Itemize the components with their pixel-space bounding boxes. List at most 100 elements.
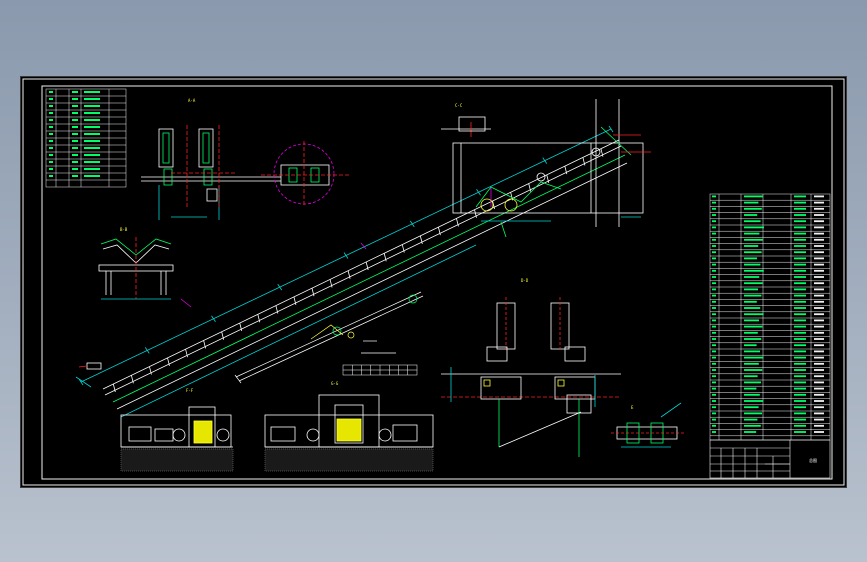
cell-mark [744,400,764,402]
cell-mark [49,168,53,170]
cell-mark [794,313,806,316]
cell-mark [814,269,824,272]
cell-mark [814,257,824,260]
cell-mark [84,161,100,163]
cell-mark [72,112,78,114]
idler-mark [600,148,604,157]
dimension-tick [476,189,481,196]
cell-mark [712,251,716,254]
cell-mark [794,381,806,384]
cell-mark [712,276,716,278]
drive-unit-elevation-center: G-G [264,381,434,472]
cell-mark [814,201,824,204]
cell-mark [814,369,824,371]
idler-mark [203,340,207,349]
cell-mark [814,356,824,359]
cell-mark [794,387,806,390]
drive-head-plan-view: A-A [141,98,351,220]
cell-mark [72,91,78,93]
cell-mark [72,119,78,121]
idler-mark [546,174,550,183]
cell-mark [49,140,53,142]
cell-mark [814,350,824,353]
idler-mark [130,375,134,384]
cell-mark [794,325,806,328]
cell-mark [744,313,764,316]
cell-mark [712,207,716,210]
cell-mark [72,147,78,149]
cell-mark [814,424,824,427]
dimension-tick [78,378,84,386]
dimension-tick [144,347,150,354]
cell-mark [744,406,759,409]
cell-mark [49,112,53,114]
cell-mark [744,344,757,347]
cell-mark [794,294,806,297]
cell-mark [712,201,716,204]
cell-mark [794,424,806,427]
cell-mark [712,381,716,384]
cell-mark [712,282,716,285]
inner-frame [41,85,833,480]
cell-mark [794,300,806,303]
cell-mark [794,406,806,409]
cell-mark [744,226,764,229]
cell-mark [712,288,716,291]
idler-mark [149,366,152,375]
svg-text:C-C: C-C [455,103,463,108]
cell-mark [744,269,764,272]
cell-mark [712,195,716,198]
idler-mark [239,322,243,332]
cell-mark [744,393,760,396]
idler-mark [456,218,459,227]
cell-mark [712,220,716,223]
idler-mark [275,305,279,314]
idler-mark [528,183,532,192]
cad-drawing-viewport[interactable]: A-A B-B [20,76,847,488]
cell-mark [84,112,100,114]
idler-mark [564,166,568,175]
cell-mark [814,406,824,409]
cell-mark [814,263,824,266]
cell-mark [794,375,806,378]
cell-mark [84,147,100,149]
cell-mark [794,257,806,260]
cell-mark [712,412,716,415]
cell-mark [744,331,758,334]
cell-mark [794,331,806,334]
svg-text:B-B: B-B [120,227,128,232]
cell-mark [72,154,78,156]
cell-mark [814,344,824,347]
cell-mark [712,245,716,247]
cell-mark [712,431,716,433]
cell-mark [794,282,806,285]
idler-mark [438,227,441,236]
cell-mark [72,105,78,107]
cell-mark [84,168,100,170]
idler-mark [419,235,423,244]
idler-mark [492,200,495,210]
cell-mark [712,263,716,266]
cell-mark [712,418,716,421]
conveyor-main-elevation [75,125,628,418]
cell-mark [744,214,758,216]
dimension-tick [277,283,283,291]
cell-mark [814,195,824,198]
cell-mark [712,257,716,260]
cell-mark [712,294,716,297]
cell-mark [712,331,716,334]
drive-unit-elevation-left: F-F [120,388,234,472]
cell-mark [794,251,806,254]
cell-mark [744,350,760,353]
cell-mark [744,238,763,241]
cell-mark [814,400,824,402]
cell-mark [84,154,100,156]
cell-mark [794,201,806,204]
cell-mark [814,251,824,254]
outer-frame [22,78,845,486]
dimension-tick [211,315,216,322]
cell-mark [814,393,824,396]
cell-mark [744,232,760,235]
cell-mark [814,300,824,303]
cell-mark [744,276,760,278]
